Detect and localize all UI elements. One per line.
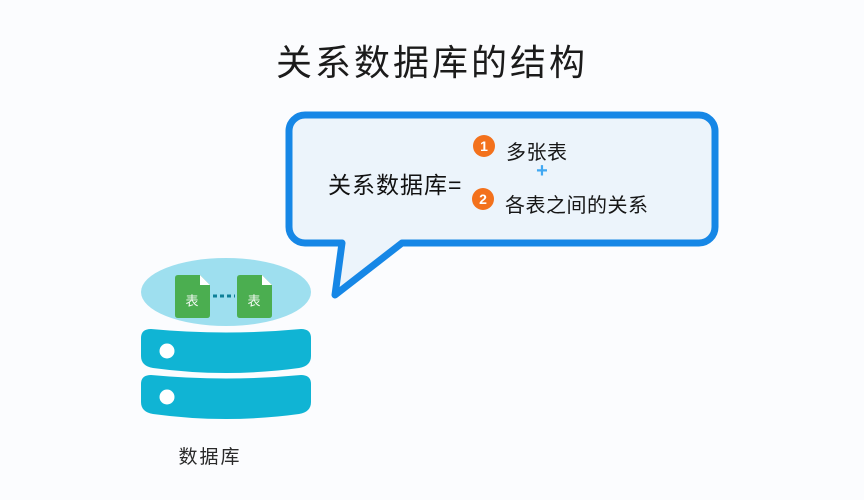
speech-bubble [285, 111, 719, 299]
table-doc-1: 表 [175, 275, 210, 318]
table-doc-2-fold [262, 275, 272, 285]
bubble-equation-label: 关系数据库= [328, 172, 463, 198]
database-icon: 表 表 [141, 258, 311, 419]
item-1-number-badge: 1 [473, 135, 495, 157]
cylinder-band-2 [141, 375, 311, 419]
item-2-number-badge: 2 [472, 188, 494, 210]
page-title: 关系数据库的结构 [275, 42, 588, 83]
item-2-text: 各表之间的关系 [505, 195, 649, 217]
database-caption: 数据库 [178, 447, 242, 468]
cylinder-dot-1 [159, 343, 175, 359]
cylinder-dot-2 [159, 389, 175, 405]
table-doc-2-label: 表 [247, 293, 260, 308]
cylinder-band-1 [141, 329, 311, 373]
table-doc-1-sheet [175, 275, 210, 318]
item-1-text: 多张表 [506, 142, 568, 164]
table-doc-1-label: 表 [185, 293, 198, 308]
cylinder-top-ellipse [141, 258, 311, 326]
table-doc-1-fold [200, 275, 210, 285]
table-doc-2-sheet [237, 275, 272, 318]
table-doc-2: 表 [237, 275, 272, 318]
plus-operator: + [536, 160, 548, 182]
speech-bubble-shape [285, 111, 719, 299]
